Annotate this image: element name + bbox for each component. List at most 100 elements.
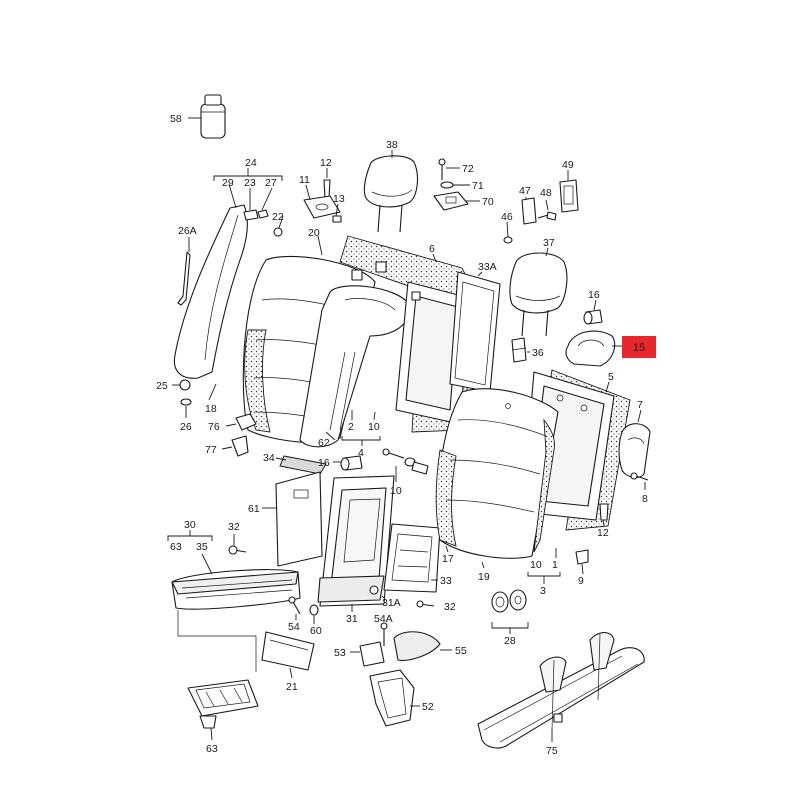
part-46-47-48-49-hardware [503,170,579,244]
part-15-release-cover [565,330,622,367]
callout-30: 30 [184,519,196,531]
callout-27: 27 [265,177,277,189]
callout-62: 62 [318,437,330,449]
part-16-lock [583,299,603,325]
part-54-60-hardware [288,596,319,624]
part-16-lock-cylinder [333,455,363,471]
callout-25: 25 [156,380,168,392]
callout-63-top: 63 [170,541,182,553]
callout-6: 6 [429,243,435,255]
callout-10-left: 10 [368,421,380,433]
part-8-screw [630,472,649,490]
part-30-35-armrest-cushion [167,530,301,610]
callout-7: 7 [637,399,643,411]
callout-5: 5 [608,371,614,383]
callout-53: 53 [334,647,346,659]
callout-12-top: 12 [320,157,332,169]
part-25-26-buttons [172,379,217,418]
callout-4: 4 [358,447,364,459]
part-63-bracket [187,679,259,741]
callout-71: 71 [472,180,484,192]
part-36-guide [511,337,530,363]
left-backrest-assembly [242,235,501,448]
callout-31A: 31A [382,597,401,609]
callout-1: 1 [552,559,558,571]
part-15-highlight-badge: 15 [622,336,656,358]
bracket-10-1-3 [527,548,561,584]
callout-26A: 26A [178,225,197,237]
callout-46: 46 [501,211,513,223]
callout-11: 11 [299,174,310,186]
callout-24: 24 [245,157,257,169]
callout-20: 20 [308,227,320,239]
part-37-headrest [509,247,568,337]
callout-15: 15 [633,342,645,354]
callout-labels: 58 24 29 23 27 22 26A 12 11 13 38 72 71 … [156,113,648,757]
callout-10-mid: 10 [390,485,402,497]
callout-16-top: 16 [588,289,600,301]
part-58-bottle [188,94,226,139]
callout-16-mid: 16 [318,457,330,469]
group-24-bracket [213,168,283,181]
part-32-screw [228,534,247,555]
part-75-ski-bag [477,631,645,749]
callout-33: 33 [440,575,452,587]
part-11-12-13-bracket [303,168,342,223]
part-62-center-frame [317,475,395,612]
callout-21: 21 [286,681,298,693]
callout-49: 49 [562,159,574,171]
callout-28: 28 [504,635,516,647]
part-70-71-72-guide [433,158,480,211]
callout-38: 38 [386,139,398,151]
callout-9: 9 [578,575,584,587]
part-31A-32-fasteners [369,585,435,608]
part-10-bolts [382,448,429,482]
part-28-bushings [491,589,529,634]
part-12-9-clips [575,503,609,575]
callout-32-left: 32 [228,521,240,533]
callout-31: 31 [346,613,358,625]
part-29-side-trim [173,183,249,379]
callout-70: 70 [482,196,494,208]
callout-26: 26 [180,421,192,433]
callout-13: 13 [333,193,345,205]
callout-77: 77 [205,444,217,456]
callout-3: 3 [540,585,546,597]
callout-54A: 54A [374,613,393,625]
callout-10-right: 10 [530,559,542,571]
callout-60: 60 [310,625,322,637]
callout-36: 36 [532,347,544,359]
callout-48: 48 [540,187,552,199]
right-backrest-assembly [435,369,631,559]
bracket-2-10-4-62 [325,410,381,446]
callout-47: 47 [519,185,531,197]
callout-34: 34 [263,452,275,464]
callout-12-right: 12 [597,527,609,539]
part-52-53-54A-55-brackets [350,622,452,727]
callout-63-bottom: 63 [206,743,218,755]
callout-33A: 33A [478,261,497,273]
callout-22: 22 [272,211,284,223]
callout-52: 52 [422,701,434,713]
callout-76: 76 [208,421,220,433]
leaders-17-19 [445,545,485,569]
callout-29: 29 [222,177,234,189]
part-23-27-22-clips [243,187,284,237]
callout-23: 23 [244,177,256,189]
callout-19: 19 [478,571,490,583]
callout-35: 35 [196,541,208,553]
callout-8: 8 [642,493,648,505]
callout-54: 54 [288,621,300,633]
callout-61: 61 [248,503,260,515]
callout-2: 2 [348,421,354,433]
part-38-headrest [363,150,419,233]
callout-37: 37 [543,237,555,249]
part-21-cover [261,631,315,679]
part-33-frame [383,523,441,593]
callout-18: 18 [205,403,217,415]
part-26A-rod [177,237,191,306]
callout-75: 75 [546,745,558,757]
callout-58: 58 [170,113,182,125]
part-61-panel [262,471,323,567]
